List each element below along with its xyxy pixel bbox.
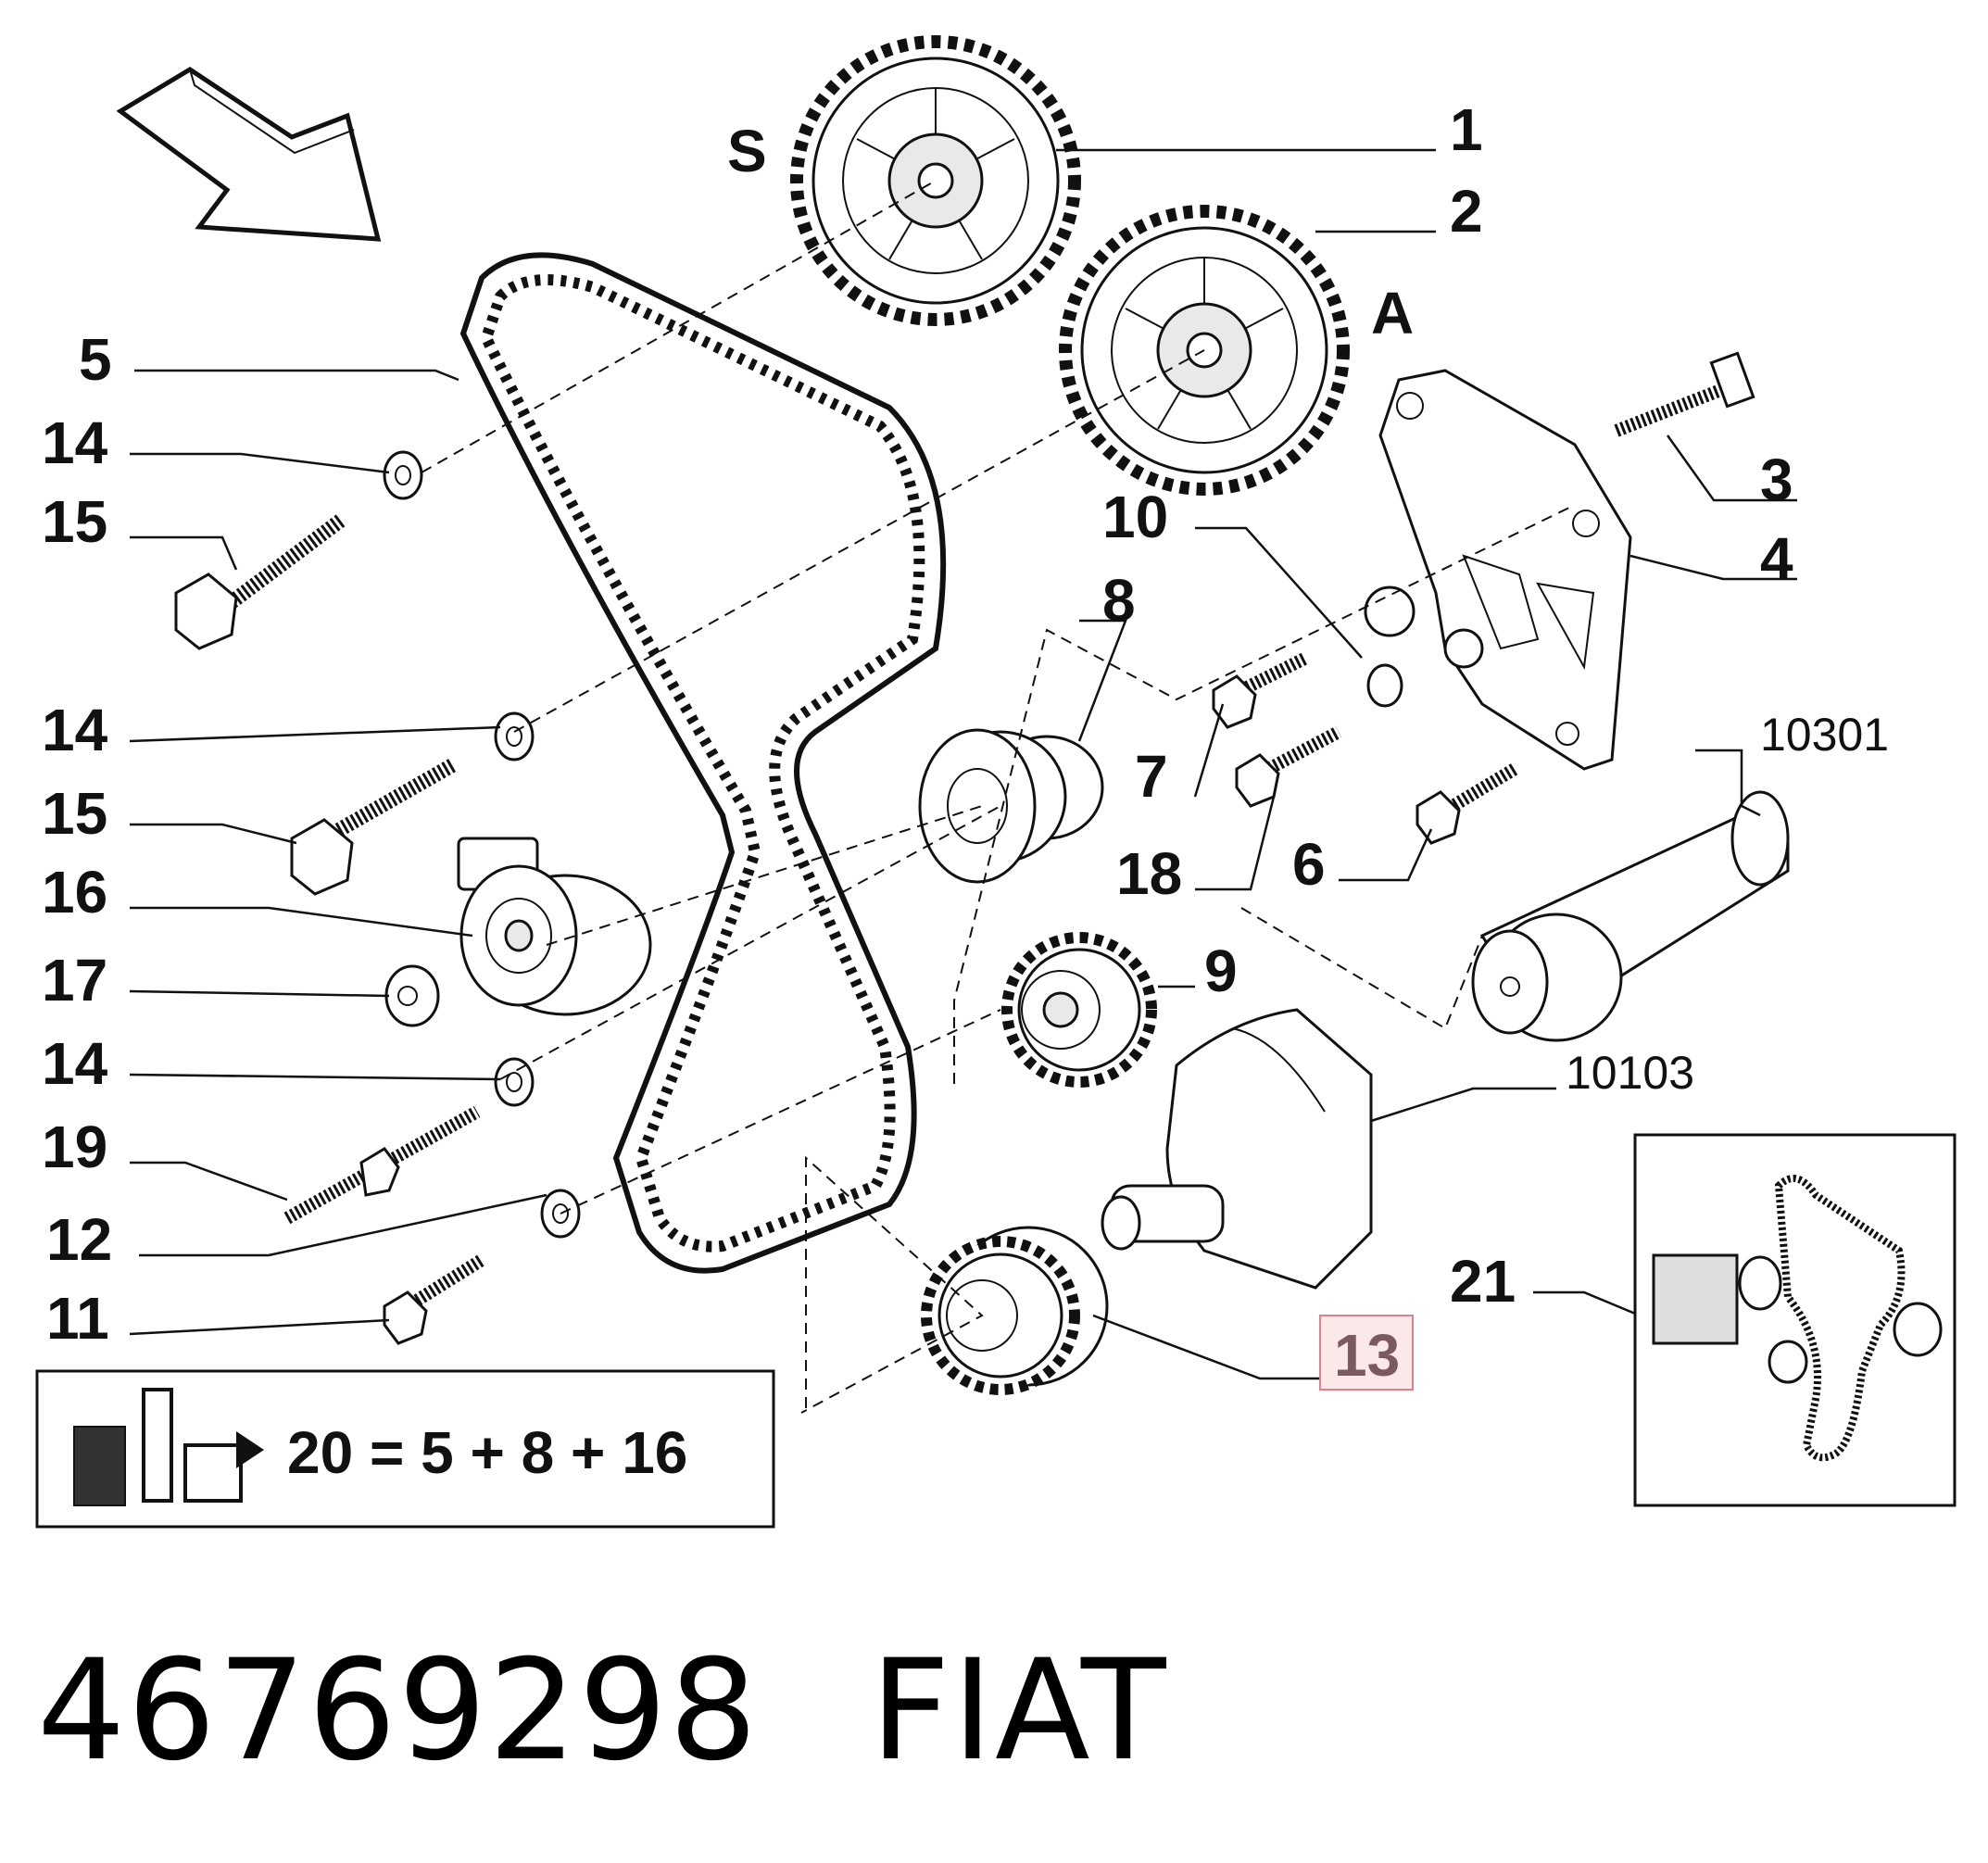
callout-2: 2: [1450, 178, 1483, 245]
bolt-7: [1212, 651, 1310, 729]
bolt-3: [1614, 351, 1755, 437]
callout-16: 16: [42, 859, 107, 925]
part-number: 46769298: [37, 1630, 760, 1792]
direction-arrow-icon: [116, 67, 382, 242]
crankshaft-gear-13: [921, 1226, 1109, 1395]
gear-9: [1001, 932, 1157, 1088]
callout-15a: 15: [42, 488, 107, 555]
callout-10301: 10301: [1760, 709, 1889, 761]
washer-14-mid: [494, 711, 535, 762]
bolt-11: [383, 1254, 485, 1345]
crankshaft-10103: [1101, 1008, 1373, 1290]
nut-17: [384, 964, 440, 1027]
callout-21: 21: [1450, 1248, 1516, 1315]
callout-11: 11: [46, 1285, 109, 1352]
callout-6: 6: [1292, 831, 1326, 898]
bolt-15-top: [174, 512, 347, 650]
callout-19: 19: [42, 1114, 107, 1180]
callout-17: 17: [42, 947, 107, 1013]
bolt-6: [1416, 762, 1518, 845]
kit-icon: [73, 1388, 264, 1506]
bracket-4: [1364, 369, 1632, 771]
exploded-parts-diagram: 1 2 S A 3 4 5 14 15 14 15 16 17 14 19 12…: [35, 35, 1957, 1529]
callout-14c: 14: [42, 1030, 108, 1097]
callout-4: 4: [1760, 525, 1793, 592]
washer-10: [1366, 663, 1403, 708]
inset-box-21: [1633, 1133, 1957, 1507]
washer-14-top: [383, 450, 423, 500]
tensioner-16: [457, 837, 652, 1016]
idler-pulley-8: [918, 728, 1104, 884]
camshaft-10301: [1471, 790, 1790, 1042]
bolt-18: [1235, 725, 1342, 808]
callout-10: 10: [1102, 484, 1168, 550]
callout-13: 13: [1334, 1322, 1400, 1389]
callout-1: 1: [1450, 96, 1483, 163]
part-number-caption: 46769298 FIAT: [37, 1630, 1279, 1792]
callout-S: S: [727, 118, 767, 184]
callout-9: 9: [1204, 938, 1238, 1004]
callout-12: 12: [46, 1206, 112, 1273]
timing-belt-5: [459, 252, 947, 1274]
camshaft-pulley-1: [790, 35, 1081, 326]
highlighted-callout-13: 13: [1319, 1315, 1414, 1391]
kit-box: 20 = 5 + 8 + 16: [35, 1369, 775, 1529]
callout-8: 8: [1102, 567, 1136, 634]
washer-14-low: [494, 1057, 535, 1107]
callout-10103: 10103: [1566, 1047, 1694, 1099]
callout-3: 3: [1760, 447, 1793, 513]
callout-18: 18: [1116, 840, 1182, 907]
callout-15b: 15: [42, 780, 107, 847]
kit-formula: 20 = 5 + 8 + 16: [287, 1419, 687, 1486]
bolt-15-mid: [290, 758, 458, 896]
leader-lines: [129, 148, 1797, 1380]
callout-14a: 14: [42, 409, 108, 476]
callout-7: 7: [1135, 743, 1168, 810]
stud-19: [283, 1105, 481, 1225]
callout-14b: 14: [42, 697, 108, 763]
brand-name: FIAT: [870, 1630, 1168, 1792]
callout-A: A: [1371, 280, 1414, 346]
callout-5: 5: [79, 326, 112, 393]
